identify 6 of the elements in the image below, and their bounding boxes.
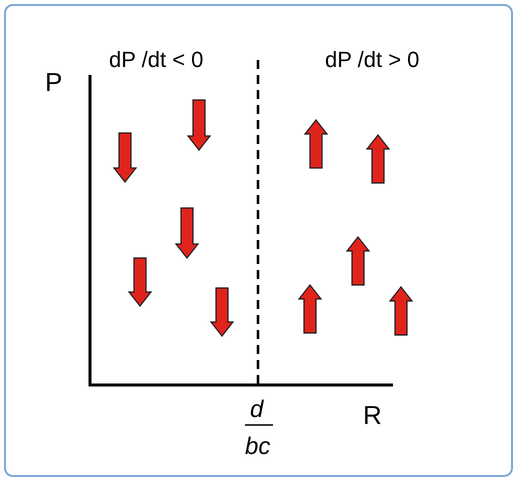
threshold-numerator: d: [250, 398, 264, 422]
threshold-denominator: bc: [245, 435, 270, 459]
axis-label: R: [363, 402, 382, 428]
region-label: dP /dt < 0: [109, 49, 204, 71]
region-label: dP /dt > 0: [325, 49, 420, 71]
axis-label: P: [45, 69, 62, 95]
